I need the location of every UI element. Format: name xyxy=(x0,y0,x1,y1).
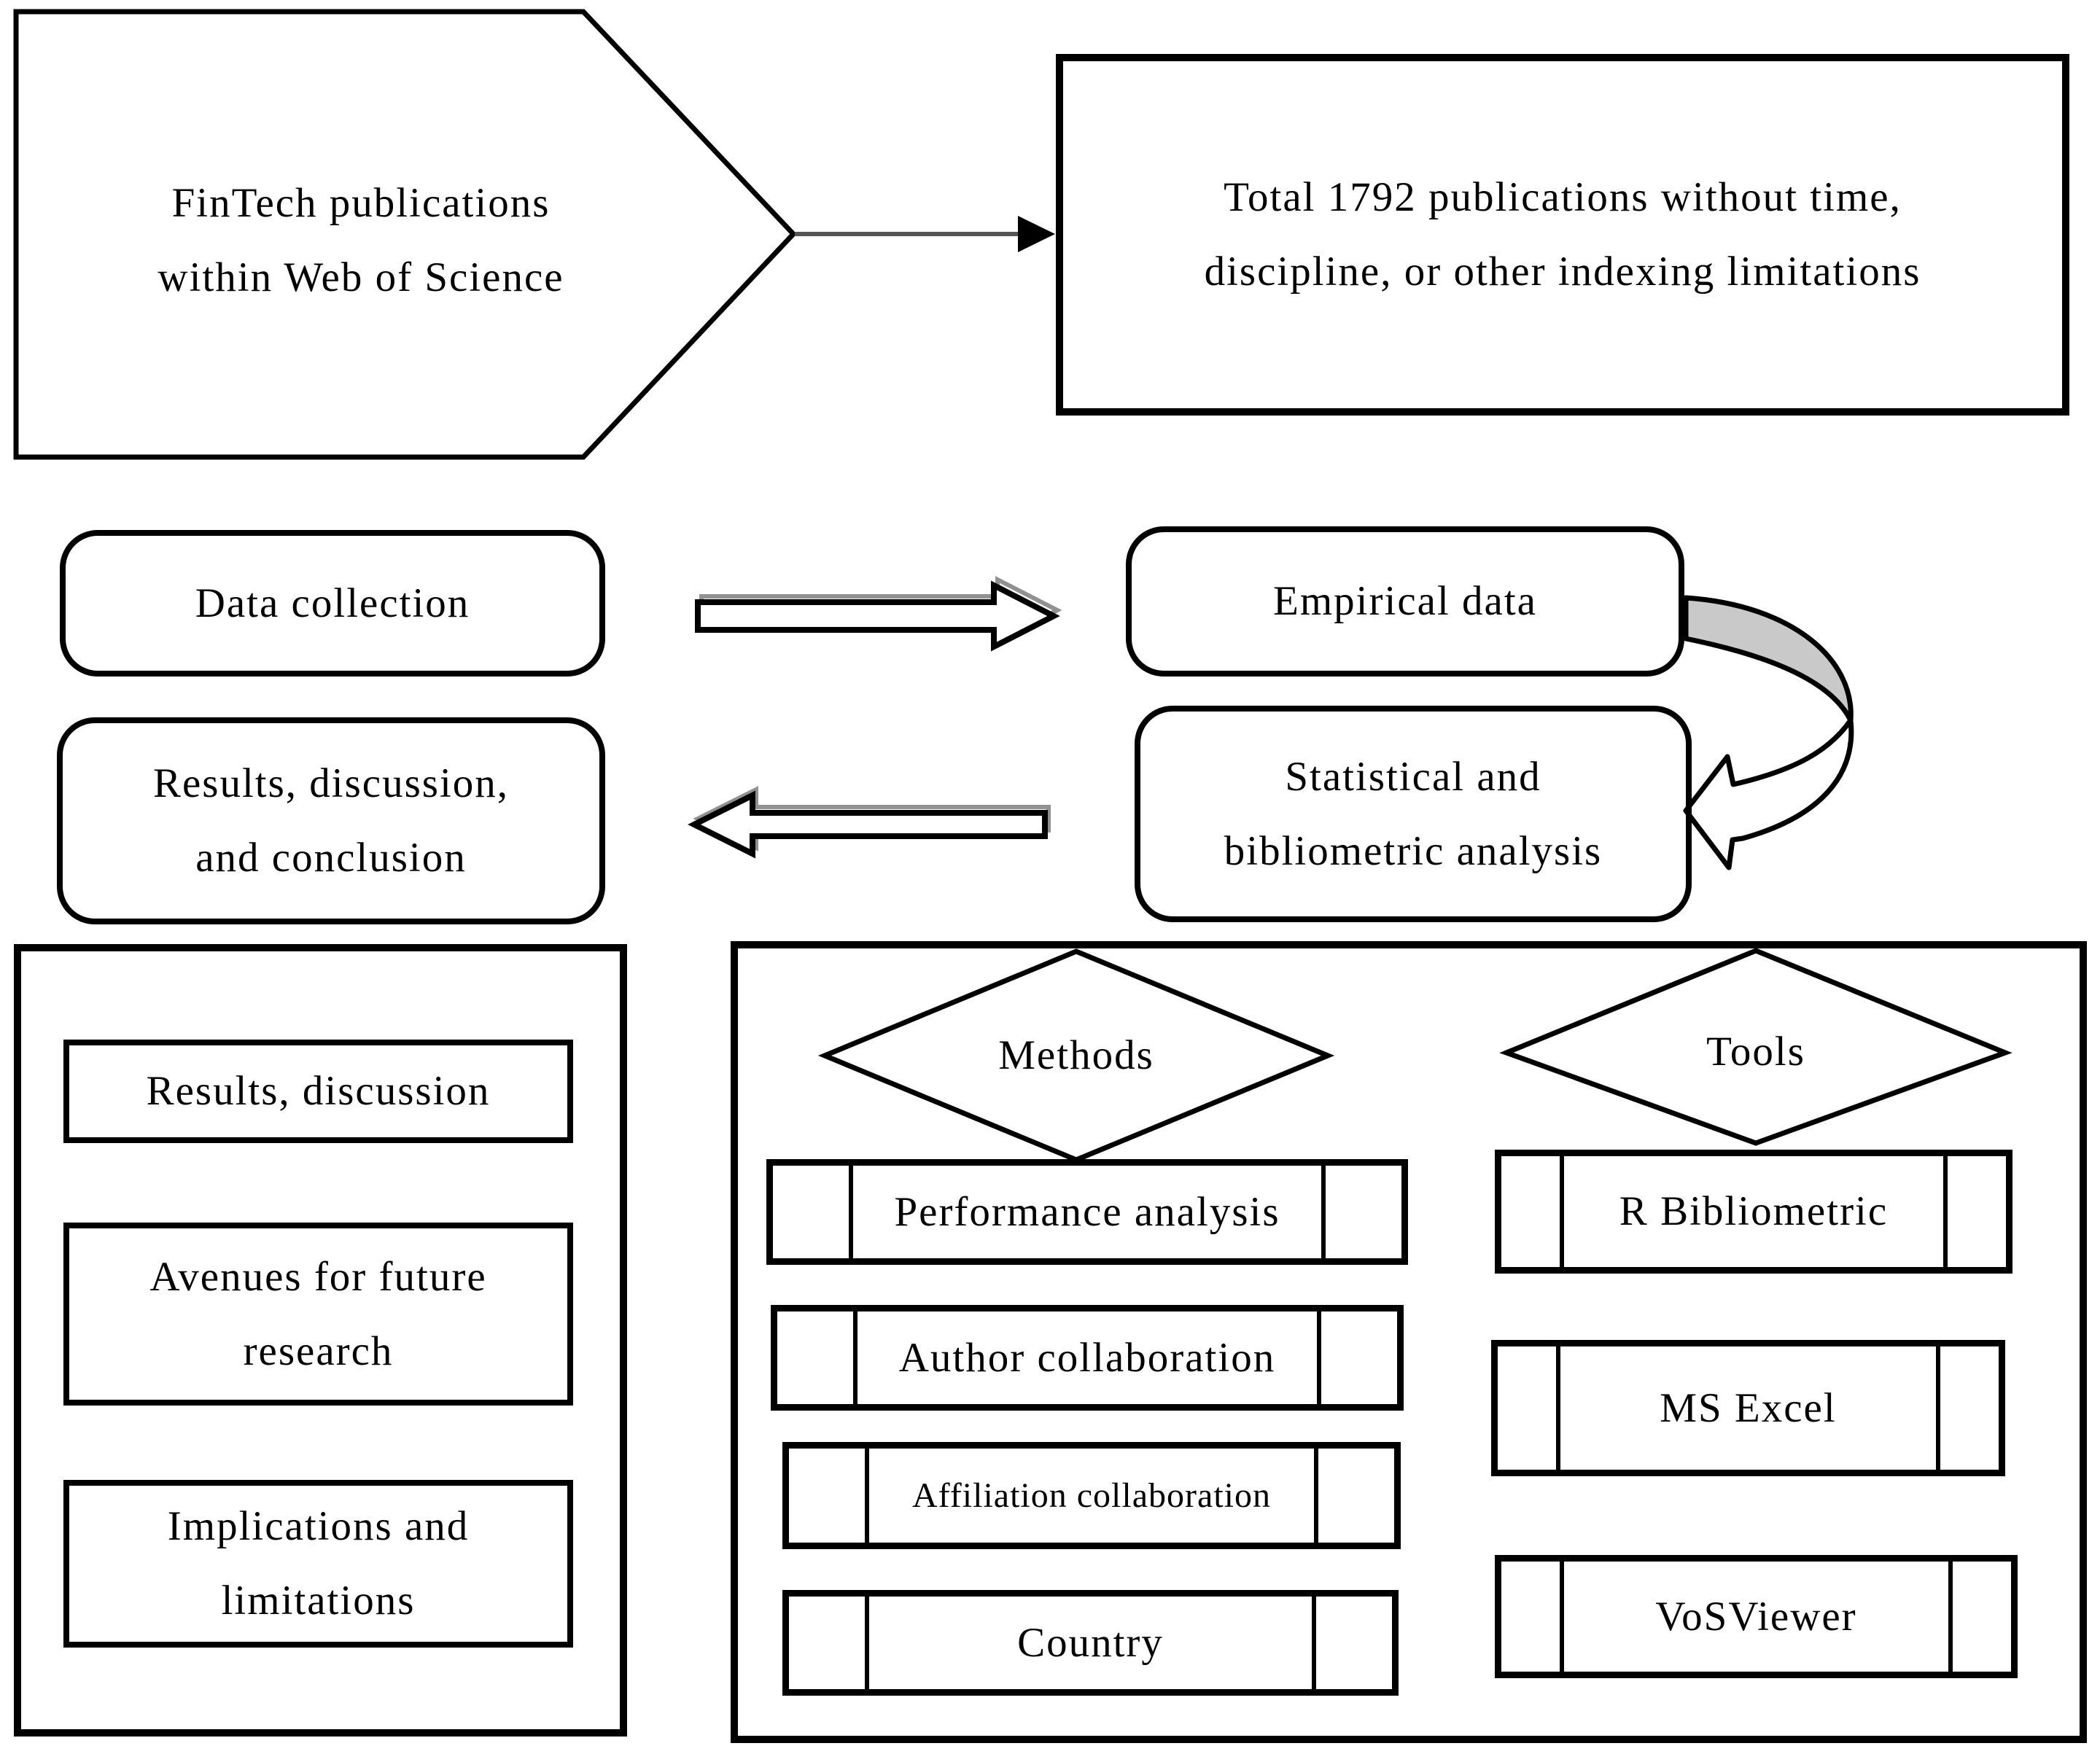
pp-left-divider xyxy=(1560,1562,1564,1672)
connector-arrow-icon xyxy=(795,216,1055,252)
results-panel xyxy=(14,944,627,1737)
pp-left-divider xyxy=(853,1311,858,1404)
results-item-line: research xyxy=(243,1328,394,1374)
total-publications-box: Total 1792 publications without time, di… xyxy=(1056,54,2069,416)
pp-right-divider xyxy=(1317,1311,1321,1404)
tool-item-r-bibliometric: R Bibliometric xyxy=(1495,1150,2012,1274)
results-item-line: Results, discussion xyxy=(146,1068,491,1114)
results-item-line: limitations xyxy=(221,1578,416,1624)
source-node-label: FinTech publications within Web of Scien… xyxy=(44,87,678,394)
block-arrow-right-icon xyxy=(695,576,1062,652)
pp-right-divider xyxy=(1314,1449,1318,1543)
results-conclusion-box: Results, discussion, and conclusion xyxy=(57,717,605,924)
total-line: discipline, or other indexing limitation… xyxy=(1204,249,1921,295)
method-item-label: Author collaboration xyxy=(898,1334,1276,1381)
pp-left-divider xyxy=(849,1166,853,1258)
pp-left-divider xyxy=(1560,1156,1564,1267)
block-arrow-left-icon xyxy=(688,786,1051,859)
pp-left-divider xyxy=(865,1449,869,1543)
data-collection-box: Data collection xyxy=(60,530,605,677)
pp-right-divider xyxy=(1321,1166,1326,1258)
statistical-analysis-box: Statistical and bibliometric analysis xyxy=(1135,706,1692,922)
pp-right-divider xyxy=(1943,1156,1948,1267)
methods-diamond-label: Methods xyxy=(858,1019,1295,1092)
results-panel-item-results-discussion: Results, discussion xyxy=(63,1040,573,1143)
source-line: FinTech publications xyxy=(171,180,551,226)
tool-item-label: R Bibliometric xyxy=(1619,1188,1889,1234)
method-item-label: Country xyxy=(1017,1619,1164,1666)
pp-right-divider xyxy=(1936,1346,1940,1470)
tools-label-text: Tools xyxy=(1706,1029,1805,1075)
tool-item-ms-excel: MS Excel xyxy=(1491,1340,2005,1476)
results-item-line: Avenues for future xyxy=(149,1253,487,1300)
methods-label-text: Methods xyxy=(998,1032,1154,1078)
results-conclusion-line: and conclusion xyxy=(195,835,467,881)
empirical-data-box: Empirical data xyxy=(1126,526,1684,677)
total-line: Total 1792 publications without time, xyxy=(1224,174,1902,220)
statistical-line: Statistical and xyxy=(1285,753,1541,800)
pp-right-divider xyxy=(1948,1562,1953,1672)
empirical-data-label: Empirical data xyxy=(1273,578,1537,624)
method-item-label: Affiliation collaboration xyxy=(912,1476,1271,1515)
methods-diamond-shape xyxy=(817,948,1335,1163)
statistical-line: bibliometric analysis xyxy=(1224,827,1603,874)
pentagon-shape xyxy=(13,9,797,460)
method-item-performance-analysis: Performance analysis xyxy=(766,1159,1408,1265)
tool-item-label: MS Excel xyxy=(1660,1384,1837,1431)
source-line: within Web of Science xyxy=(158,254,564,300)
tools-diamond-label: Tools xyxy=(1537,1016,1975,1088)
pp-left-divider xyxy=(865,1597,869,1689)
data-collection-label: Data collection xyxy=(195,580,470,626)
methods-tools-panel xyxy=(731,941,2087,1743)
method-item-affiliation-collaboration: Affiliation collaboration xyxy=(782,1442,1401,1549)
tools-diamond-shape xyxy=(1499,948,2012,1146)
results-item-line: Implications and xyxy=(167,1503,470,1549)
results-panel-item-implications: Implications and limitations xyxy=(63,1480,573,1648)
results-conclusion-line: Results, discussion, xyxy=(152,760,510,806)
method-item-author-collaboration: Author collaboration xyxy=(771,1305,1404,1411)
tool-item-vosviewer: VoSViewer xyxy=(1495,1555,2018,1678)
tool-item-label: VoSViewer xyxy=(1655,1593,1857,1640)
pp-left-divider xyxy=(1556,1346,1560,1470)
method-item-label: Performance analysis xyxy=(894,1188,1280,1235)
method-item-country: Country xyxy=(782,1590,1399,1696)
results-panel-item-future-research: Avenues for future research xyxy=(63,1223,573,1406)
pp-right-divider xyxy=(1312,1597,1316,1689)
curved-arrow-icon xyxy=(1683,595,1854,870)
